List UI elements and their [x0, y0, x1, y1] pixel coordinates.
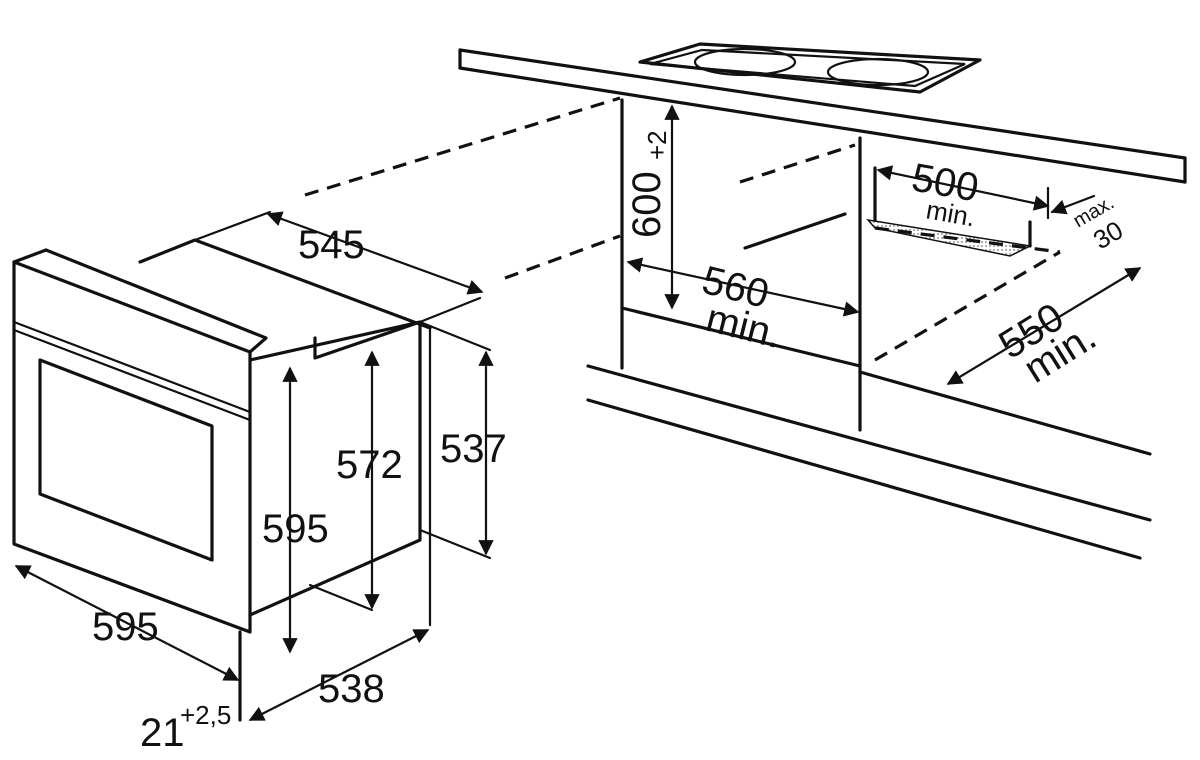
dim-niche-height-tolerance: +2 — [642, 130, 672, 160]
dim-oven-body-height: 572 — [336, 443, 403, 487]
projection-lines — [304, 96, 1061, 362]
dim-oven-body-depth: 538 — [318, 667, 385, 711]
dim-front-offset-base: 21 — [140, 711, 185, 755]
kitchen-cabinet — [458, 42, 1187, 560]
dim-oven-front-width: 595 — [92, 605, 159, 649]
dim-oven-rear-height: 537 — [440, 427, 507, 471]
dim-oven-depth-total: 545 — [298, 223, 365, 267]
dim-niche-width-min: min. — [702, 296, 786, 357]
dim-oven-front-height: 595 — [262, 507, 329, 551]
oven-dimensions: 545 572 537 595 595 538 21 +2,5 — [14, 210, 507, 755]
niche-bottom-front — [620, 306, 862, 368]
dim-niche-height: 600 — [625, 171, 669, 238]
dim-front-offset-tolerance: +2,5 — [180, 700, 231, 730]
niche-dimensions: 600 +2 560 min. 500 min. max. 30 550 min… — [625, 104, 1142, 392]
oven-window — [38, 358, 214, 562]
hob — [638, 42, 982, 94]
oven — [12, 238, 432, 722]
